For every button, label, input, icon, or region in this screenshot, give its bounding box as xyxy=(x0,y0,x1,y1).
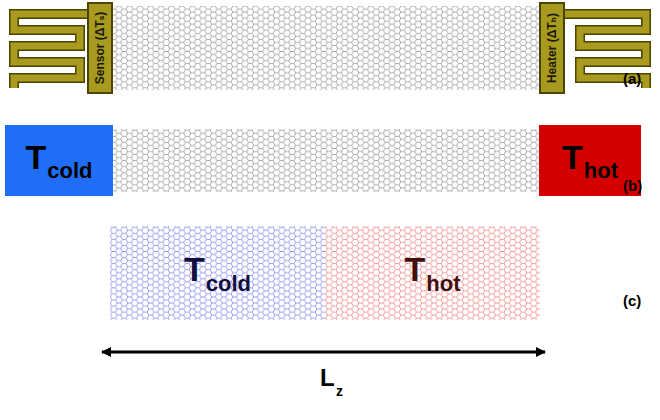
temperature-symbol: T xyxy=(562,137,583,175)
length-subscript: z xyxy=(336,383,343,399)
hot-region-lattice xyxy=(325,226,540,320)
temperature-symbol: T xyxy=(184,250,205,288)
temperature-subscript: hot xyxy=(426,270,460,295)
sensor-meander xyxy=(14,14,88,88)
length-symbol: L xyxy=(320,364,335,392)
temperature-symbol: T xyxy=(25,137,46,175)
heater-electrode: Heater (ΔTₕ) xyxy=(539,2,565,94)
temperature-subscript: cold xyxy=(206,270,251,295)
electrode-label: Heater (ΔTₕ) xyxy=(545,13,559,83)
heater-meander xyxy=(564,14,646,88)
cold-region-lattice xyxy=(110,226,325,320)
cold-region: Tcold xyxy=(110,226,325,320)
panel-label: (c) xyxy=(623,292,641,309)
electrode-label: Sensor (ΔTₛ) xyxy=(93,12,107,85)
hot-region: Thot xyxy=(325,226,540,320)
graphene-ribbon xyxy=(112,6,540,90)
sensor-electrode: Sensor (ΔTₛ) xyxy=(87,2,113,94)
graphene-ribbon xyxy=(112,129,540,192)
cold-reservoir: Tcold xyxy=(5,125,113,196)
heater-meander-fill xyxy=(564,14,646,88)
panel-label: (a) xyxy=(623,70,641,87)
temperature-symbol: T xyxy=(405,250,426,288)
temperature-subscript: cold xyxy=(47,158,92,183)
temperature-subscript: hot xyxy=(584,158,618,183)
sensor-meander-fill xyxy=(14,14,88,88)
length-arrow xyxy=(102,351,545,354)
panel-label: (b) xyxy=(623,177,642,194)
